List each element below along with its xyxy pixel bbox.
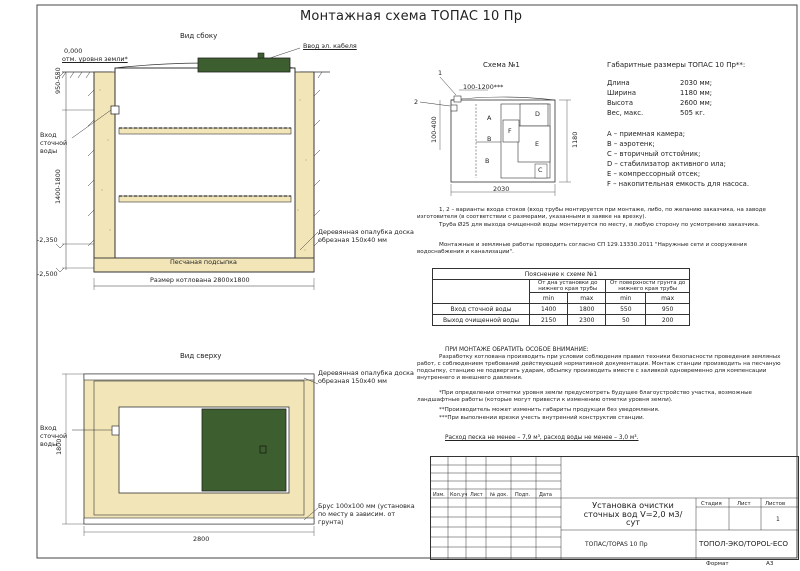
explain-col2: От поверхности грунта до нижнего края тр… [605, 278, 690, 294]
cable-input-label: Ввод эл. кабеля [303, 42, 357, 50]
attention-p1: Разработку котлована производить при усл… [417, 354, 781, 381]
title-block: Изм. Кол.уч Лист № док. Подп. Дата Устан… [430, 456, 799, 560]
level-mark-2: -2,500 [37, 270, 58, 278]
scheme-1-drawing [419, 76, 571, 196]
sand-bed-label: Песчаная подсыпка [170, 258, 237, 266]
zone-b-1: B [487, 135, 492, 143]
stamp-h-date: Дата [539, 492, 552, 498]
dim-value-width: 1180 мм; [680, 89, 713, 97]
explain-max-1: max [567, 292, 607, 305]
side-inlet-label: Вход сточной воды [40, 131, 68, 156]
legend-a: A – приемная камера; [607, 130, 686, 138]
format-value: А3 [766, 561, 774, 567]
scheme-dim-height: 1180 [571, 131, 579, 148]
explain-title: Пояснение к схеме №1 [432, 268, 690, 280]
scheme-num-2: 2 [414, 98, 419, 106]
top-view-drawing [62, 373, 319, 536]
side-dim-mid: 1400-1800 [54, 169, 62, 204]
legend-b: B – аэротенк; [607, 140, 655, 148]
side-view-label: Вид сбоку [180, 32, 218, 40]
table-row: Вход сточной воды 1400 1800 550 950 [432, 303, 690, 316]
stamp-product: ТОПАС/TOPAS 10 Пр [585, 541, 648, 548]
zone-d: D [535, 110, 540, 118]
explain-col1: От дна установки до нижнего края трубы [528, 278, 607, 294]
top-lid [201, 408, 287, 492]
attention-p2: *При определении отметки уровня земли пр… [417, 390, 752, 403]
explain-min-1: min [528, 292, 569, 305]
attention-p4: ***При выполнении врезки учесть внутренн… [439, 415, 645, 421]
stamp-company: ТОПОЛ-ЭКО/TOPOL-ECO [699, 539, 789, 548]
dim-value-height: 2600 мм; [680, 99, 713, 107]
stamp-h-podp: Подп. [515, 492, 531, 498]
level-label: отм. уровня земли* [62, 55, 128, 63]
explain-table: Пояснение к схеме №1 От дна установки до… [432, 268, 690, 327]
stamp-h-doc: № док. [490, 492, 508, 498]
side-dim-top: 950-550 [54, 67, 62, 94]
stamp-sheet-label: Лист [737, 501, 751, 507]
dim-label-height: Высота [607, 99, 634, 107]
sheet-frame [36, 4, 798, 559]
pit-size-label: Размер котлована 2800х1800 [150, 276, 250, 284]
dim-value-length: 2030 мм; [680, 79, 713, 87]
scheme-dim-length: 2030 [493, 185, 510, 193]
notes-p3: Монтажные и земляные работы проводить со… [417, 242, 747, 255]
scheme-dim-side: 100-400 [430, 116, 438, 143]
zone-f: F [508, 127, 512, 135]
legend-e: E – компрессорный отсек; [607, 170, 701, 178]
page-title: Монтажная схема ТОПАС 10 Пр [300, 9, 523, 24]
sand-consumption: Расход песка не менее – 7,9 м³, расход в… [445, 435, 639, 441]
notes-p1: 1, 2 – варианты входа стоков (вход трубы… [417, 207, 766, 220]
attention-heading: ПРИ МОНТАЖЕ ОБРАТИТЬ ОСОБОЕ ВНИМАНИЕ: [445, 347, 589, 353]
top-dim-width: 2800 [193, 535, 210, 543]
side-formwork-label: Деревянная опалубка доска обрезная 150х4… [318, 228, 414, 245]
top-formwork-label: Деревянная опалубка доска обрезная 150х4… [318, 369, 414, 386]
zone-e: E [535, 140, 540, 148]
scheme-num-1: 1 [438, 69, 443, 77]
stamp-h-izm: Изм. [433, 492, 445, 498]
beam-label: Брус 100х100 мм (установка по месту в за… [318, 502, 415, 527]
dims-heading: Габаритные размеры ТОПАС 10 Пр**: [607, 61, 746, 69]
level-mark-1: -2,350 [37, 236, 58, 244]
dim-label-width: Ширина [607, 89, 637, 97]
notes-p2: Труба Ø25 для выхода очищенной воды монт… [439, 222, 760, 228]
top-inlet-label: Вход сточной воды [40, 424, 68, 449]
top-view-label: Вид сверху [180, 352, 222, 360]
top-dim-height: 1800 [55, 438, 63, 455]
legend-c: C – вторичный отстойник; [607, 150, 701, 158]
stamp-name: Установка очистки сточных вод V=2,0 м3/с… [583, 500, 683, 528]
table-row: Выход очищенной воды 2150 2300 50 200 [432, 314, 690, 327]
stamp-stage-label: Стадия [701, 501, 722, 507]
scheme-label: Схема №1 [483, 61, 520, 69]
level-value: 0,000 [64, 47, 83, 55]
format-label: Формат [706, 561, 729, 567]
stamp-h-kol: Кол.уч [450, 492, 468, 498]
attention-p3: **Производитель может изменить габариты … [439, 407, 660, 413]
explain-min-2: min [605, 292, 647, 305]
stamp-h-list: Лист [470, 492, 483, 498]
legend-d: D – стабилизатор активного ила; [607, 160, 726, 168]
dim-value-weight: 505 кг. [680, 109, 705, 117]
zone-b-2: B [485, 157, 490, 165]
dim-label-length: Длина [607, 79, 630, 87]
legend-f: F – накопительная емкость для насоса. [607, 180, 750, 188]
stamp-sheets-label: Листов [765, 501, 786, 507]
station-lid [197, 57, 291, 73]
zone-c: C [538, 166, 543, 174]
stamp-sheets-value: 1 [776, 516, 780, 523]
dim-label-weight: Вес, макс. [607, 109, 644, 117]
side-view-drawing [55, 47, 330, 290]
explain-max-2: max [645, 292, 690, 305]
scheme-dim-top: 100-1200*** [463, 83, 504, 91]
zone-a: A [487, 114, 492, 122]
